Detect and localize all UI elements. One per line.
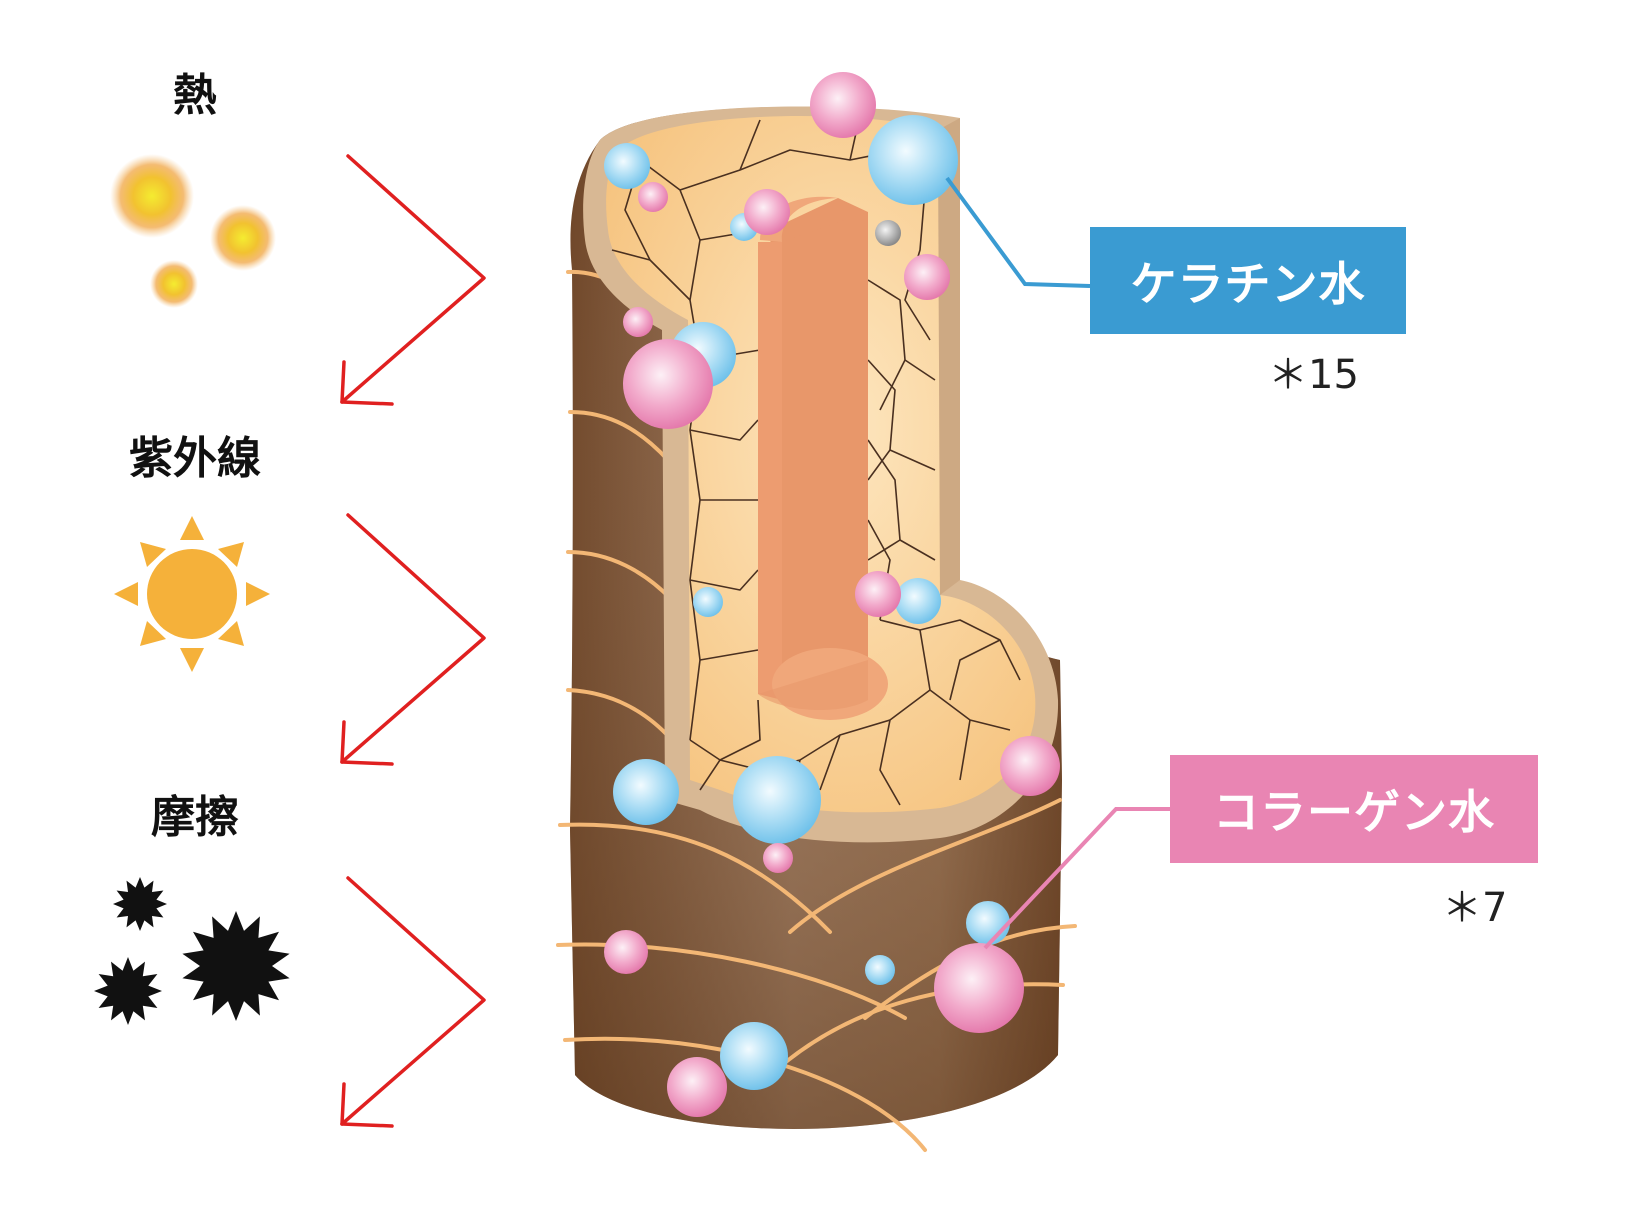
- cortex-cell-line: [689, 739, 721, 761]
- keratin-bubble: [733, 756, 821, 844]
- hair-medulla: [758, 196, 888, 720]
- collagen-bubble: [1000, 736, 1060, 796]
- keratin-bubble: [895, 578, 941, 624]
- gray-particle: [875, 220, 901, 246]
- arrow-friction: [340, 876, 486, 1128]
- collagen-bubble: [638, 182, 668, 212]
- cortex-cell-line: [639, 159, 701, 301]
- collagen-bubble: [934, 943, 1024, 1033]
- keratin-note: ＊15: [1268, 352, 1359, 398]
- cortex-cell-line: [699, 649, 759, 661]
- arrow-uv: [340, 513, 486, 766]
- collagen-bubble: [604, 930, 648, 974]
- heat-label: 熱: [173, 70, 217, 121]
- keratin-bubble: [613, 759, 679, 825]
- collagen-bubble: [623, 339, 713, 429]
- keratin-bubble: [604, 143, 650, 189]
- cortex-cell-line: [959, 719, 971, 781]
- friction-label: 摩擦: [151, 792, 239, 843]
- collagen-water-label: コラーゲン水: [1170, 755, 1538, 863]
- cortex-cell-line: [867, 359, 936, 471]
- cortex-cell-line: [867, 449, 891, 481]
- arrow-heat: [340, 154, 486, 406]
- collagen-leader-line: [983, 807, 1170, 950]
- uv-label: 紫外線: [129, 433, 261, 484]
- collagen-bubble: [810, 72, 876, 138]
- collagen-bubble: [904, 254, 950, 300]
- friction-burst-icon: [94, 877, 290, 1025]
- cortex-cell-line: [867, 539, 901, 561]
- collagen-bubble: [623, 307, 653, 337]
- cortex-cell-line: [867, 439, 936, 561]
- cortex-cell-line: [879, 619, 1021, 681]
- collagen-bubbles: [604, 72, 1060, 1117]
- cortex-cell-line: [867, 279, 936, 381]
- collagen-bubble: [855, 571, 901, 617]
- keratin-bubble: [865, 955, 895, 985]
- cortex-cell-line: [611, 249, 651, 261]
- cortex-cell-line: [739, 119, 761, 171]
- keratin-water-label: ケラチン水: [1090, 227, 1406, 334]
- cortex-cell-line: [719, 699, 761, 761]
- cortex-cell-line: [879, 359, 906, 411]
- keratin-bubble: [868, 115, 958, 205]
- cortex-cell-line: [919, 629, 1011, 731]
- keratin-bubbles: [604, 115, 1010, 1090]
- keratin-bubble: [720, 1022, 788, 1090]
- cortex-cell-line: [949, 639, 1001, 701]
- cortex-cell-line: [689, 419, 759, 441]
- keratin-bubble: [966, 901, 1010, 945]
- damage-arrows: [340, 154, 486, 1128]
- collagen-note: ＊7: [1442, 885, 1508, 931]
- keratin-bubble: [693, 587, 723, 617]
- heat-glow-icon: [110, 154, 276, 308]
- cortex-cell-line: [679, 149, 901, 191]
- collagen-bubble: [667, 1057, 727, 1117]
- keratin-leader-line: [945, 176, 1091, 288]
- sun-icon: [114, 516, 270, 672]
- cortex-cell-line: [689, 569, 759, 591]
- cortex-cell-line: [879, 689, 931, 806]
- collagen-bubble: [763, 843, 793, 873]
- collagen-bubble: [744, 189, 790, 235]
